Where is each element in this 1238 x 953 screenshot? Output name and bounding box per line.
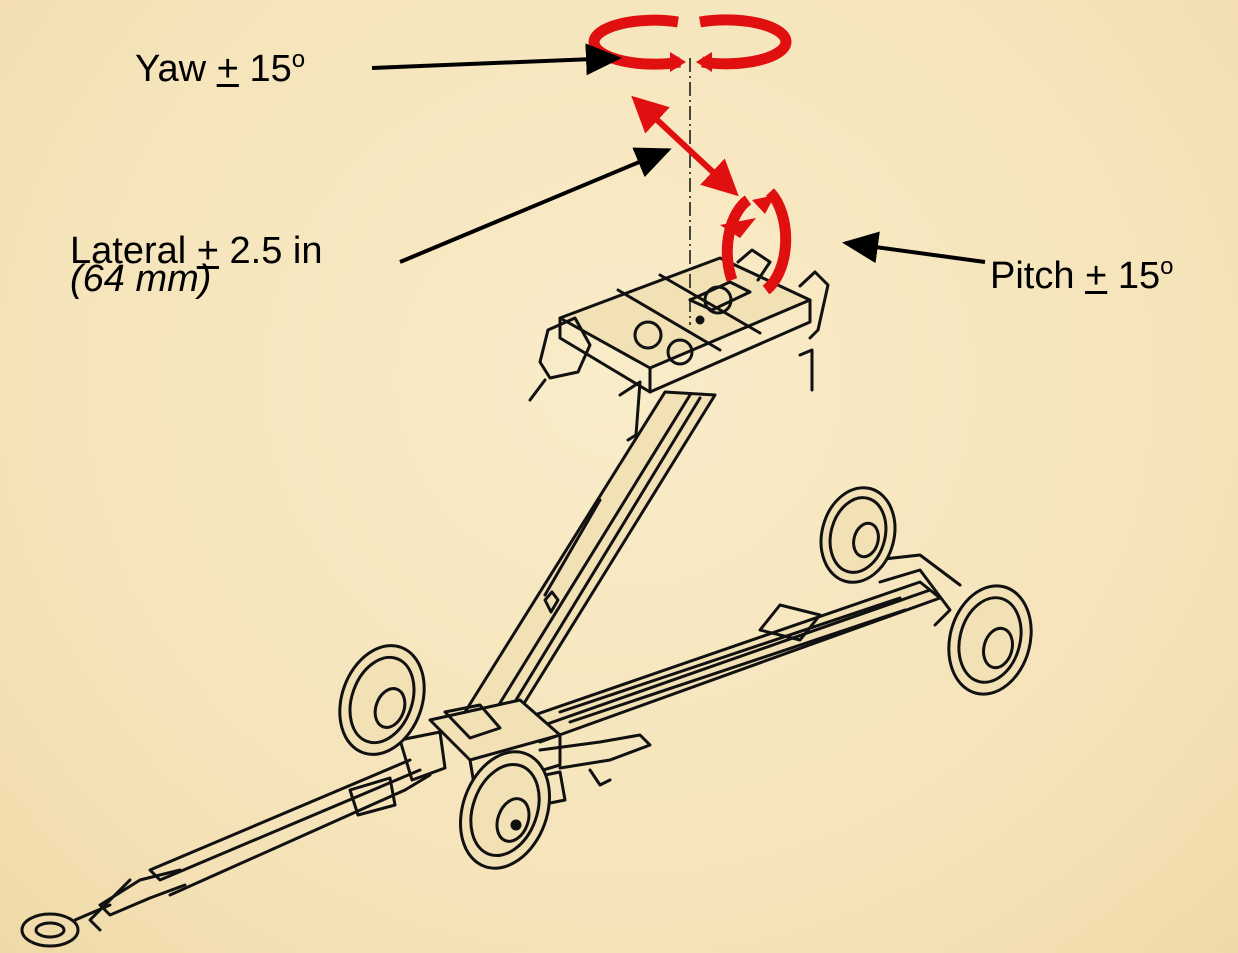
yaw-plus-minus: + (216, 48, 239, 90)
pitch-plus-minus: + (1085, 255, 1108, 297)
pitch-name: Pitch (990, 255, 1075, 297)
wheel-rear-left (819, 486, 897, 584)
dolly-drawing (20, 248, 1033, 948)
yaw-name: Yaw (135, 48, 207, 90)
yaw-unit: o (291, 46, 306, 73)
lateral-metric-label: (64 mm) (70, 258, 212, 300)
yaw-label: Yaw + 15o (135, 46, 306, 90)
yaw-rotation-icon (588, 14, 792, 72)
yaw-value: 15 (249, 48, 292, 90)
lateral-plus-minus: + (196, 230, 219, 272)
side-rail (518, 553, 962, 744)
pitch-label: Pitch + 15o (990, 253, 1174, 297)
top-platform (528, 248, 830, 442)
pitch-unit: o (1160, 253, 1174, 280)
pitch-rotation-icon (720, 188, 792, 295)
wheel-rear-right (947, 584, 1033, 696)
lateral-name: Lateral (70, 230, 187, 272)
yaw-leader-arrow (371, 43, 622, 76)
lateral-leader-arrow (399, 147, 672, 264)
wheel-front-left (338, 644, 426, 756)
tow-bar (20, 758, 432, 948)
pitch-leader-arrow (842, 231, 986, 264)
wheel-front-right (459, 750, 551, 870)
lateral-value: 2.5 in (229, 230, 323, 272)
lateral-label: Lateral + 2.5 in (70, 232, 323, 270)
lateral-arrow (631, 95, 739, 197)
pitch-value: 15 (1117, 255, 1161, 297)
